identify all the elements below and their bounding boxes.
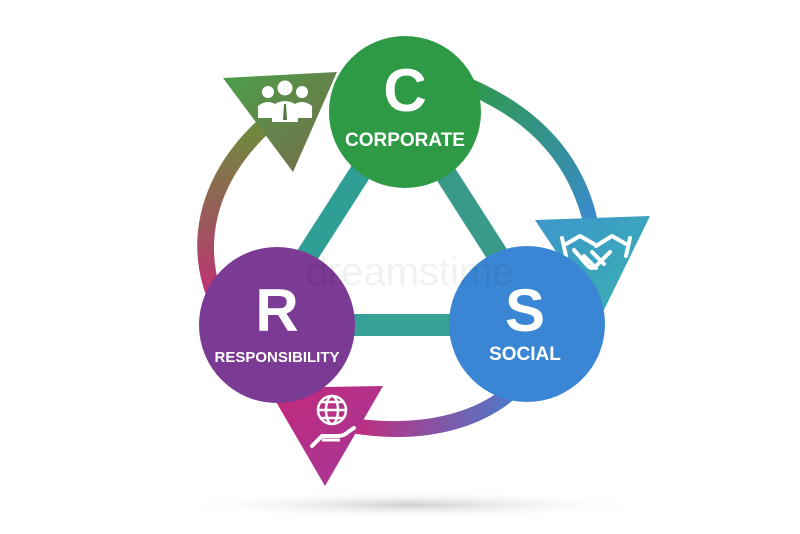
handshake-icon <box>560 234 632 270</box>
node-responsibility <box>199 247 355 403</box>
arrow-band-responsibility-to-corporate <box>197 120 270 315</box>
node-social-letter: S <box>505 277 545 344</box>
watermark: dreamstime <box>306 250 515 294</box>
node-responsibility-letter: R <box>255 277 298 344</box>
node-corporate <box>329 36 481 188</box>
people-group-icon <box>258 80 312 122</box>
node-social-label: SOCIAL <box>489 344 561 365</box>
arrow-band-social-to-responsibility <box>345 362 540 437</box>
globe-in-hand-icon <box>310 394 356 448</box>
node-responsibility-label: RESPONSIBILITY <box>214 349 339 366</box>
node-social <box>449 246 605 402</box>
node-corporate-letter: C <box>383 57 426 124</box>
floor-shadow <box>170 491 650 519</box>
arrow-band-corporate-to-social <box>462 78 598 226</box>
node-corporate-label: CORPORATE <box>345 130 465 151</box>
